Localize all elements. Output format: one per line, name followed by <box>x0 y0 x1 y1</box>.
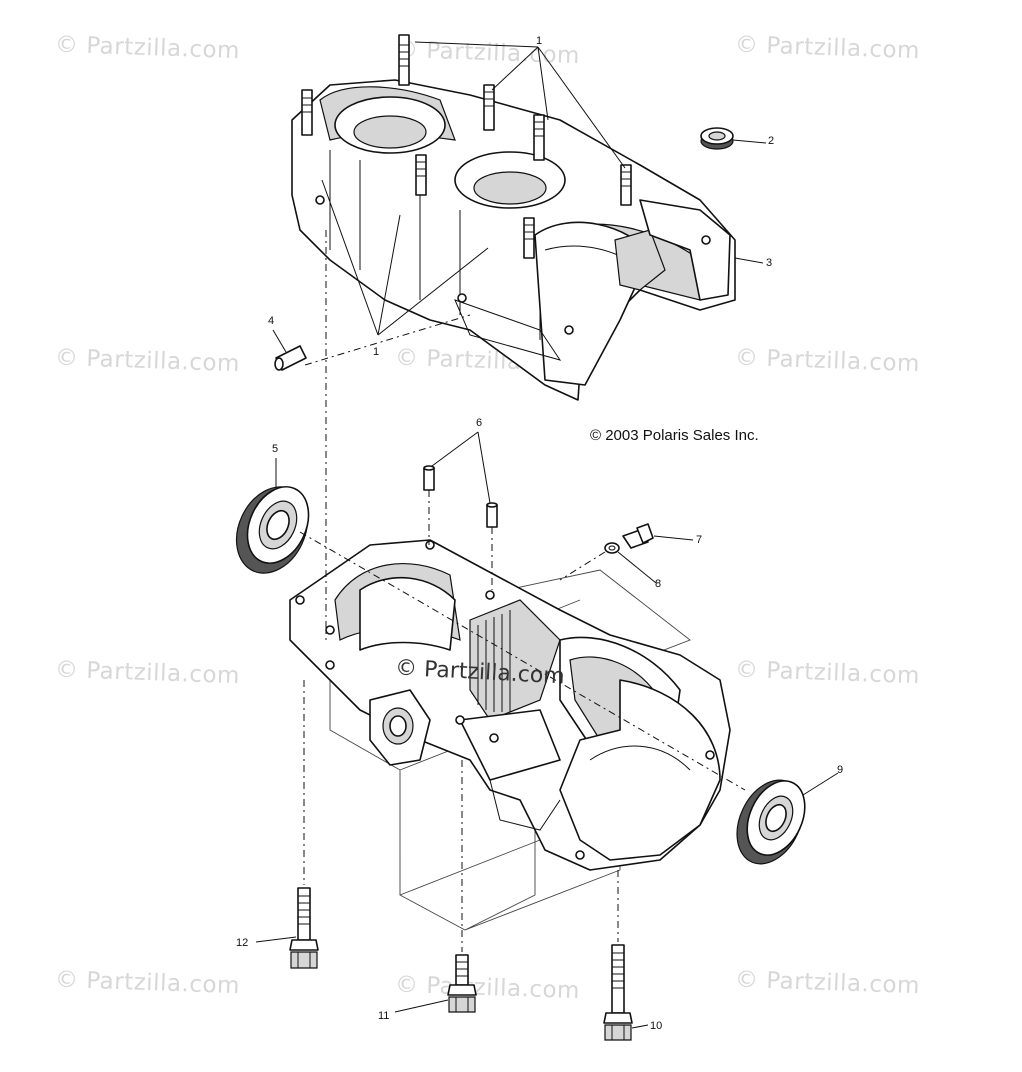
callout-11: 11 <box>378 1010 390 1022</box>
callout-3: 3 <box>766 257 773 269</box>
seal-part-5 <box>235 486 310 574</box>
bolt-part-11 <box>447 954 477 1013</box>
callout-2: 2 <box>768 135 775 147</box>
bolt-part-10 <box>603 944 633 1041</box>
copyright-notice: © 2003 Polaris Sales Inc. <box>590 427 759 444</box>
callout-4: 4 <box>268 315 275 327</box>
washer-part-8 <box>604 542 620 554</box>
callout-1-bottom: 1 <box>373 346 380 358</box>
callout-5: 5 <box>272 443 279 455</box>
callout-1-top: 1 <box>536 35 543 47</box>
plug-part-2 <box>700 127 734 150</box>
callout-12: 12 <box>236 937 249 949</box>
callout-9: 9 <box>837 764 844 776</box>
alignment-centerlines <box>299 230 746 952</box>
seal-part-9 <box>736 779 806 865</box>
upper-crankcase <box>291 34 736 401</box>
lower-crankcase <box>289 539 731 931</box>
screw-part-7 <box>622 523 654 549</box>
callout-10: 10 <box>650 1020 663 1032</box>
callout-6: 6 <box>476 417 483 429</box>
callout-8: 8 <box>655 578 662 590</box>
dowel-pin-part-4 <box>274 345 307 371</box>
bolt-part-12 <box>289 887 319 969</box>
dowel-pins-part-6 <box>423 465 498 528</box>
callout-7: 7 <box>696 534 703 546</box>
callout-leaders <box>255 41 839 1029</box>
